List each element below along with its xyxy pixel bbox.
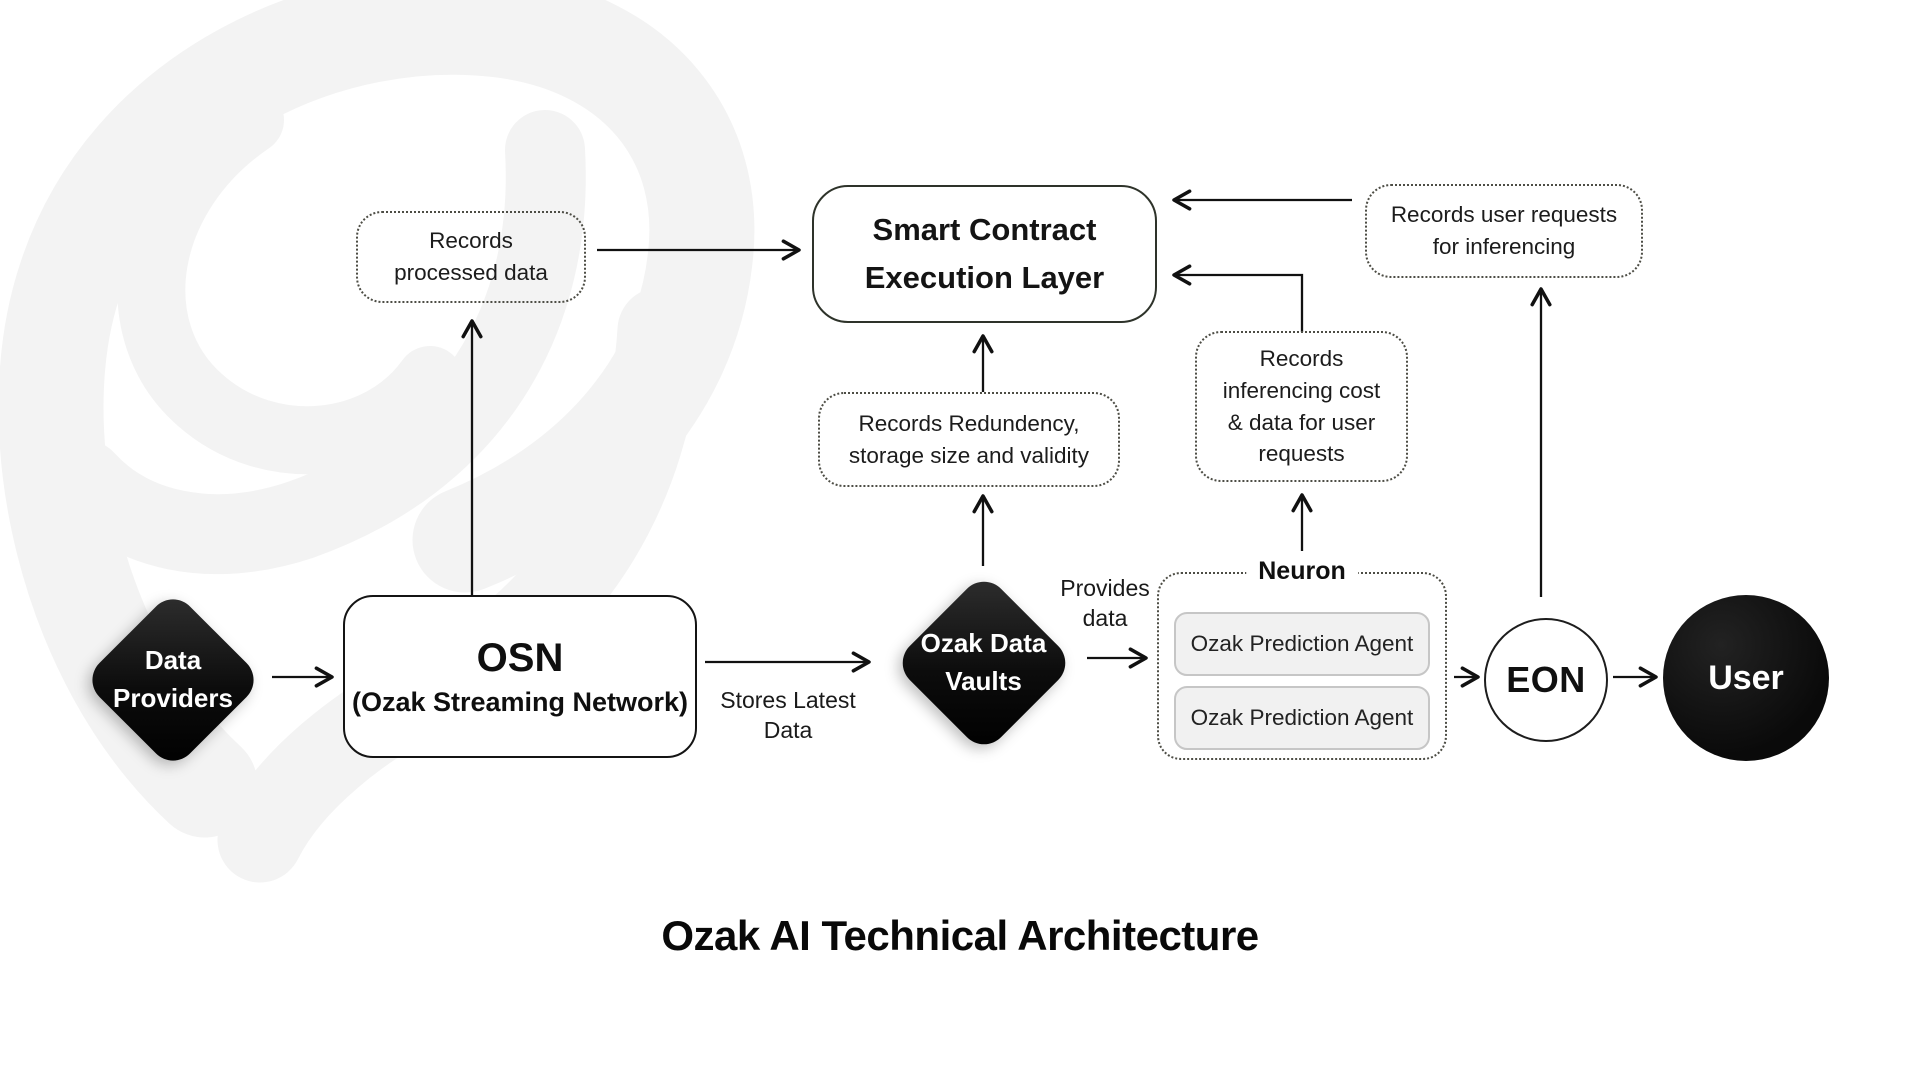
annotation-records-processed: Records processed data — [356, 211, 586, 303]
annotation-records-redundancy: Records Redundency, storage size and val… — [818, 392, 1120, 487]
node-neuron-title: Neuron — [1246, 557, 1358, 586]
node-smart-contract-label: Smart Contract Execution Layer — [864, 211, 1105, 295]
annotation-records-inferencing: Records inferencing cost & data for user… — [1195, 331, 1408, 482]
node-osn-title: OSN — [476, 636, 564, 680]
node-user: User — [1663, 595, 1829, 761]
node-ozak-data-vaults: Ozak Data Vaults — [892, 571, 1075, 754]
page-title: Ozak AI Technical Architecture — [661, 912, 1259, 959]
node-user-label: User — [1708, 658, 1784, 697]
node-data-providers-label: Data Providers — [113, 645, 233, 713]
node-data-providers: Data Providers — [82, 589, 264, 771]
annotation-text: Records inferencing cost & data for user… — [1222, 345, 1381, 467]
annotation-text: Records Redundency, storage size and val… — [848, 410, 1090, 468]
node-eon: EON — [1484, 618, 1608, 742]
edge-label-provides-data: Provides data — [1060, 575, 1150, 632]
arrow-inferencing-to-smart-contract — [1172, 264, 1304, 332]
neuron-agent: Ozak Prediction Agent — [1174, 612, 1430, 676]
node-neuron: Neuron Ozak Prediction Agent Ozak Predic… — [1157, 557, 1447, 760]
neuron-agent: Ozak Prediction Agent — [1174, 686, 1430, 750]
neuron-agent-list: Ozak Prediction Agent Ozak Prediction Ag… — [1174, 612, 1430, 750]
annotation-records-user-requests: Records user requests for inferencing — [1365, 184, 1643, 278]
node-osn-subtitle: (Ozak Streaming Network) — [351, 687, 689, 717]
node-osn: OSN (Ozak Streaming Network) — [343, 595, 697, 758]
annotation-text: Records user requests for inferencing — [1390, 202, 1618, 259]
node-eon-label: EON — [1506, 659, 1586, 700]
node-smart-contract: Smart Contract Execution Layer — [812, 185, 1157, 323]
edge-label-stores-latest-data: Stores Latest Data — [720, 687, 856, 744]
annotation-text: Records processed data — [394, 228, 548, 285]
node-ozak-data-vaults-label: Ozak Data Vaults — [920, 627, 1047, 696]
